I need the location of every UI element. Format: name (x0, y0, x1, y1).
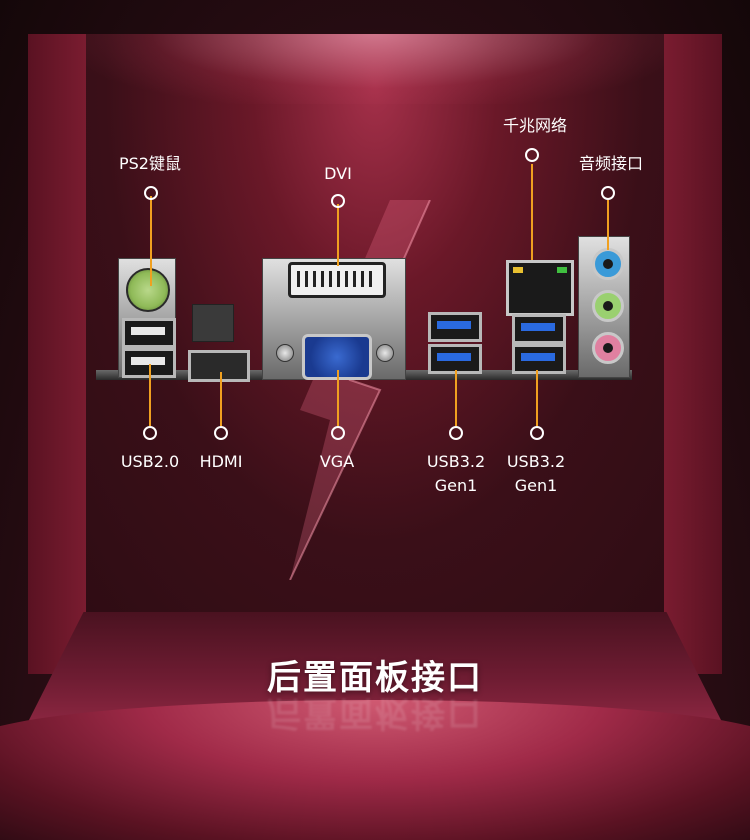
audio-jack-pink (592, 332, 624, 364)
hdmi-port (188, 350, 250, 382)
lan-label: 千兆网络 (502, 116, 567, 135)
usb32-b-callout-dot (530, 426, 544, 440)
usb32-a-label-line1: USB3.2 (426, 452, 486, 471)
usb20-port-top (122, 318, 176, 348)
ps2-callout-dot (144, 186, 158, 200)
vga-screw-right (376, 344, 394, 362)
audio-callout-dot (601, 186, 615, 200)
vga-label: VGA (319, 452, 355, 471)
left-wall (28, 34, 86, 674)
audio-callout-line (607, 200, 609, 250)
top-glow (86, 34, 664, 104)
dvi-callout-dot (331, 194, 345, 208)
lan-callout-dot (525, 148, 539, 162)
usb32-b-label-line2: Gen1 (514, 476, 558, 495)
dvi-callout-line (337, 204, 339, 266)
usb32-a-label-line2: Gen1 (434, 476, 478, 495)
ps2-label: PS2键鼠 (119, 154, 181, 173)
right-wall (664, 34, 722, 674)
usb32-b-callout-line (536, 370, 538, 426)
usb32-port-b-bottom (512, 344, 566, 374)
usb32-b-label-line1: USB3.2 (506, 452, 566, 471)
vga-callout-line (337, 370, 339, 426)
audio-label: 音频接口 (578, 154, 643, 173)
usb32-a-callout-dot (449, 426, 463, 440)
usb20-label: USB2.0 (120, 452, 180, 471)
usb32-port-a-top (428, 312, 482, 342)
hdmi-label: HDMI (199, 452, 243, 471)
usb32-a-callout-line (455, 370, 457, 426)
ps2-port (126, 268, 170, 312)
usb20-callout-line (149, 364, 151, 426)
ps2-callout-line (150, 196, 152, 286)
dvi-port (288, 262, 386, 298)
lan-callout-line (531, 164, 533, 260)
audio-jack-green (592, 290, 624, 322)
section-title: 后置面板接口 (267, 658, 483, 698)
usb32-port-a-bottom (428, 344, 482, 374)
dvi-label: DVI (324, 164, 352, 183)
hdmi-bracket (192, 304, 234, 342)
vga-callout-dot (331, 426, 345, 440)
hdmi-callout-line (220, 372, 222, 426)
usb20-callout-dot (143, 426, 157, 440)
lan-port (506, 260, 574, 316)
rear-io-panel (96, 232, 632, 382)
hdmi-callout-dot (214, 426, 228, 440)
audio-jack-blue (592, 248, 624, 280)
usb32-port-b-top (512, 314, 566, 344)
section-title-reflection: 后置面板接口 (267, 693, 483, 733)
vga-screw-left (276, 344, 294, 362)
